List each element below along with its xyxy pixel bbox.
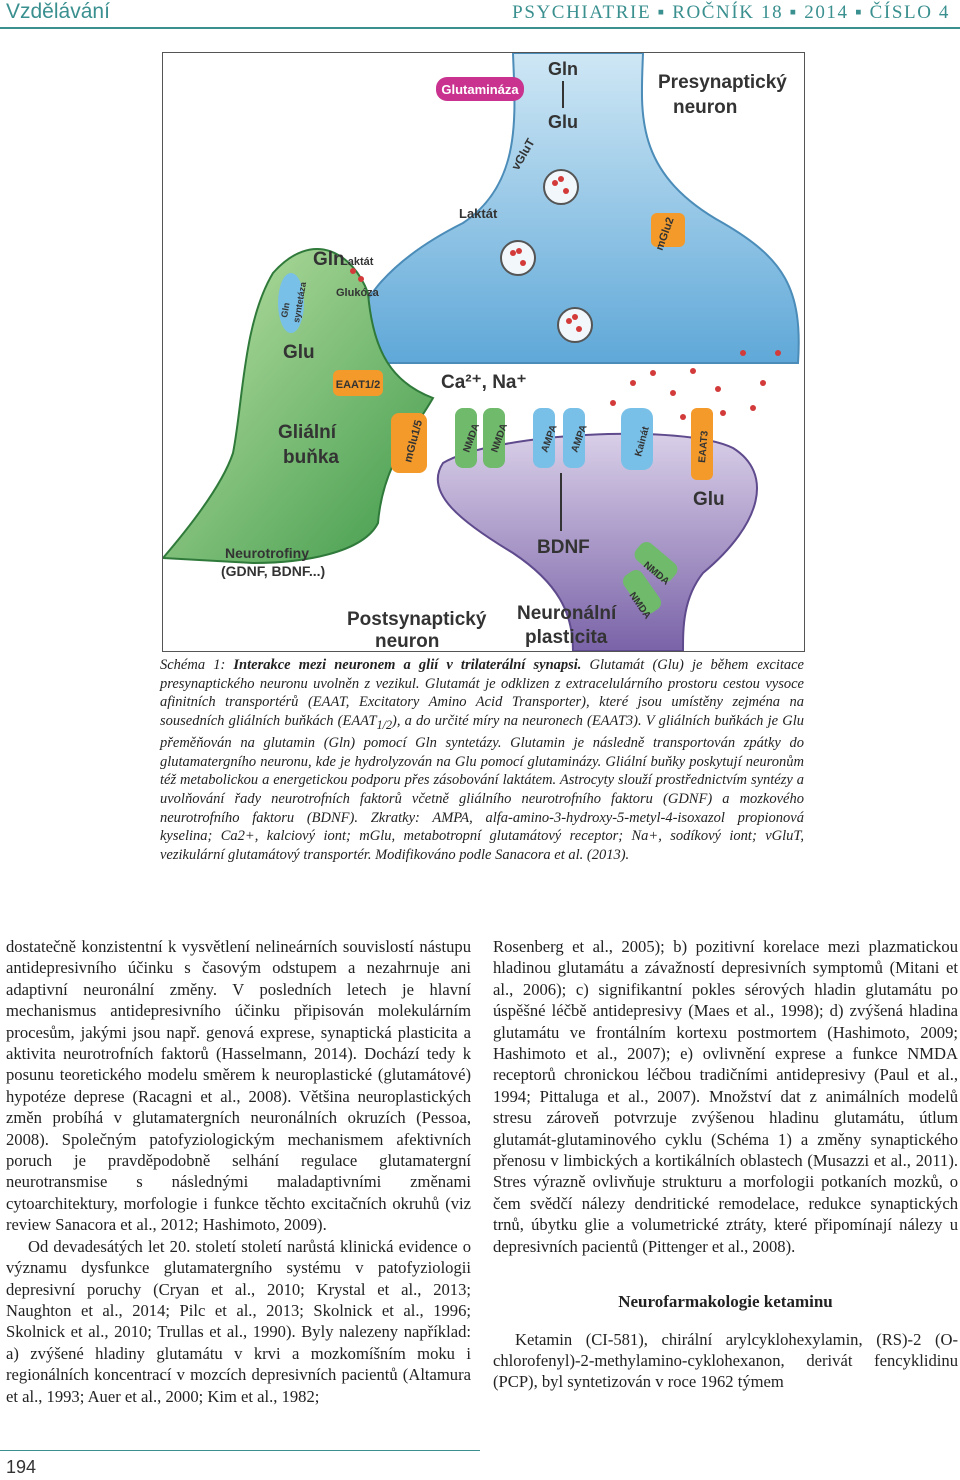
postsynaptic-label-1: Postsynaptický <box>347 609 487 630</box>
gln-glial-label: Gln <box>313 249 345 270</box>
gln-synthetase-enzyme <box>278 273 304 333</box>
left-paragraph-2: Od devadesátých let 20. století století … <box>6 1236 471 1406</box>
plasticity-label-2: plasticita <box>525 627 608 648</box>
page-number: 194 <box>6 1457 37 1477</box>
eaat12-transporter <box>333 370 383 396</box>
glu-glial-label: Glu <box>283 342 315 363</box>
eaat3-label: EAAT3 <box>697 430 711 463</box>
neurotrophins-label-2: (GDNF, BDNF...) <box>221 563 325 579</box>
glu-post-label: Glu <box>693 489 725 510</box>
section-heading: Neurofarmakologie ketaminu <box>618 1292 833 1312</box>
presynaptic-label-2: neuron <box>673 97 737 118</box>
caption-title: Interakce mezi neuronem a glií v trilate… <box>233 657 582 673</box>
left-column: dostatečně konzistentní k vysvětlení nel… <box>6 936 471 1407</box>
neurotrophins-label-1: Neurotrofiny <box>225 545 309 561</box>
presynaptic-neuron-shape <box>350 53 800 364</box>
header-rule <box>0 27 960 29</box>
right-paragraph-2: Ketamin (CI-581), chirální arylcyklohexy… <box>493 1329 958 1392</box>
right-column: Rosenberg et al., 2005); b) pozitivní ko… <box>493 936 958 1393</box>
receptor-row <box>455 408 713 480</box>
eaat12-label: EAAT1/2 <box>336 379 380 391</box>
glutaminase-box <box>436 77 524 101</box>
footer-rule <box>0 1450 480 1451</box>
right-paragraph-1: Rosenberg et al., 2005); b) pozitivní ko… <box>493 937 958 1256</box>
glial-cell-shape <box>163 248 435 565</box>
vesicle <box>500 240 536 276</box>
glukoza-label: Glukóza <box>336 287 380 299</box>
glutamate-dots <box>350 176 781 420</box>
glial-cell-label-2: buňka <box>283 447 339 468</box>
postsynaptic-label-2: neuron <box>375 631 439 651</box>
vesicle <box>557 307 593 343</box>
gln-top-label: Gln <box>548 59 578 79</box>
section-label: Vzdělávání <box>6 0 110 23</box>
bdnf-label: BDNF <box>537 537 590 558</box>
synapse-diagram: Glutamináza Gln Glu Presynaptický neuron… <box>163 53 800 651</box>
nmda-extra-2 <box>622 569 662 615</box>
synapse-figure: Glutamináza Gln Glu Presynaptický neuron… <box>162 52 805 652</box>
ions-label: Ca²⁺, Na⁺ <box>441 372 527 393</box>
glial-cell-label-1: Gliální <box>278 422 337 443</box>
laktat-glial-label: Laktát <box>341 256 374 268</box>
laktat-pre-label: Laktát <box>459 206 498 221</box>
mglu15-receptor <box>391 413 427 473</box>
presynaptic-label-1: Presynaptický <box>658 72 787 93</box>
figure-caption: Schéma 1: Interakce mezi neuronem a glií… <box>160 657 804 863</box>
left-paragraph-1: dostatečně konzistentní k vysvětlení nel… <box>6 937 471 1235</box>
mglu2-receptor <box>651 213 685 247</box>
glu-top-label: Glu <box>548 112 578 132</box>
gln-synthetase-label-1: Gln <box>279 302 291 319</box>
journal-info: PSYCHIATRIE ▪ ROČNÍK 18 ▪ 2014 ▪ ČÍSLO 4 <box>512 2 950 23</box>
glutaminase-label: Glutamináza <box>441 82 519 97</box>
plasticity-label-1: Neuronální <box>517 603 617 624</box>
vesicle <box>543 169 579 205</box>
nmda-extra-1 <box>634 542 678 582</box>
